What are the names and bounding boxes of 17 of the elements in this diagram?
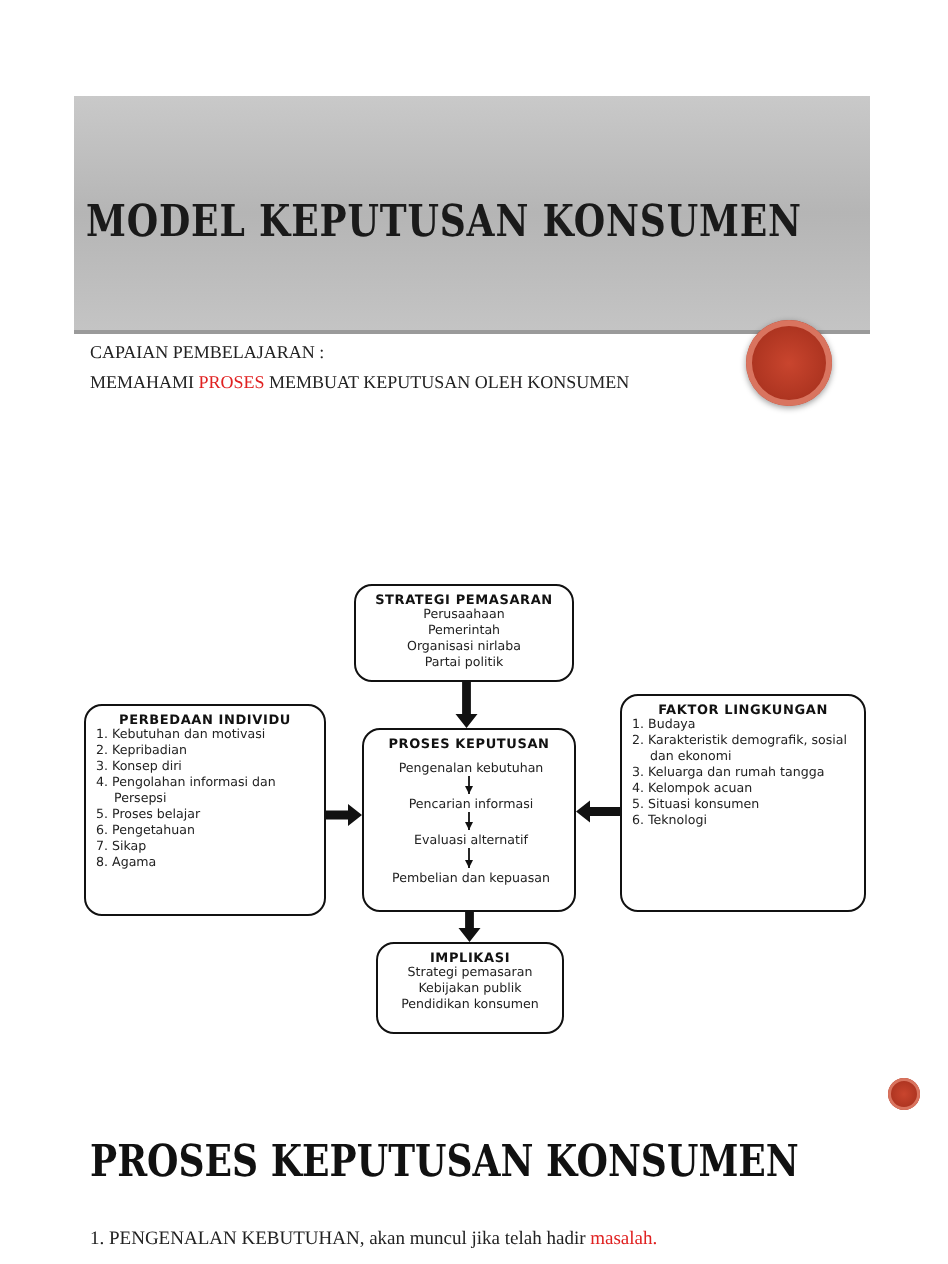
process-box bbox=[620, 694, 866, 912]
process-box bbox=[354, 584, 574, 682]
block-arrow bbox=[458, 912, 481, 942]
block-arrow bbox=[455, 682, 478, 728]
block-arrow bbox=[326, 804, 362, 826]
slide-title: MODEL KEPUTUSAN KONSUMEN bbox=[86, 196, 802, 248]
arrow bbox=[465, 775, 473, 795]
process-box bbox=[84, 704, 326, 916]
subheading-text: CAPAIAN PEMBELAJARAN : bbox=[90, 342, 325, 362]
process-box bbox=[362, 728, 576, 912]
process-box bbox=[376, 942, 564, 1034]
arrow bbox=[465, 847, 473, 869]
arrow bbox=[465, 811, 473, 831]
body-text: 1. PENGENALAN KEBUTUHAN, akan muncul jika telah hadir masalah. bbox=[90, 1230, 658, 1250]
slide-title: PROSES KEPUTUSAN KONSUMEN bbox=[90, 1136, 799, 1188]
block-arrow bbox=[576, 800, 620, 823]
objective-text: MEMAHAMI PROSES MEMBUAT KEPUTUSAN OLEH KONSUMEN bbox=[90, 372, 630, 392]
